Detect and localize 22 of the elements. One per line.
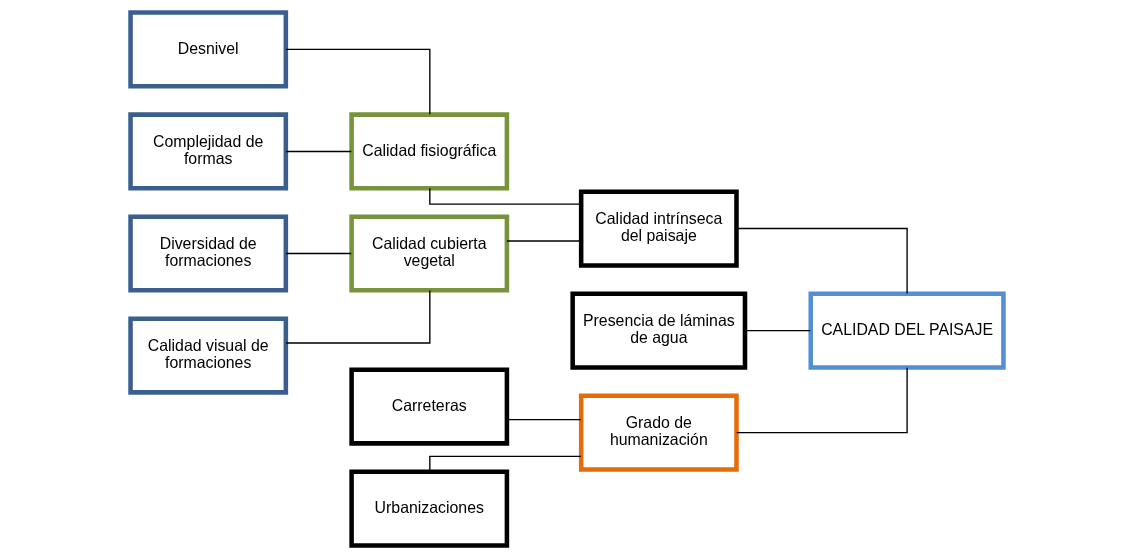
node-box: Grado de humanización: [578, 393, 739, 472]
connector: [284, 252, 352, 255]
connector: [284, 48, 430, 115]
connector: [735, 367, 908, 434]
node-box: Calidad visual de formaciones: [127, 316, 288, 395]
node-box: Carreteras: [348, 367, 509, 446]
connector: [284, 150, 352, 153]
connector: [428, 187, 582, 205]
node-box: Desnivel: [127, 10, 288, 89]
node-box: CALIDAD DEL PAISAJE: [807, 291, 1006, 370]
node-box: Presencia de láminas de agua: [569, 291, 747, 370]
connector: [428, 455, 582, 472]
node-box: Calidad intrínseca del paisaje: [578, 189, 739, 268]
connector: [284, 289, 430, 344]
node-box: Diversidad de formaciones: [127, 214, 288, 293]
connector: [735, 227, 908, 295]
node-box: Calidad fisiográfica: [348, 112, 509, 191]
node-box: Calidad cubierta vegetal: [348, 214, 509, 293]
node-box: Complejidad de formas: [127, 112, 288, 191]
connector: [505, 240, 581, 242]
node-box: Urbanizaciones: [348, 469, 509, 548]
connector: [744, 329, 811, 332]
